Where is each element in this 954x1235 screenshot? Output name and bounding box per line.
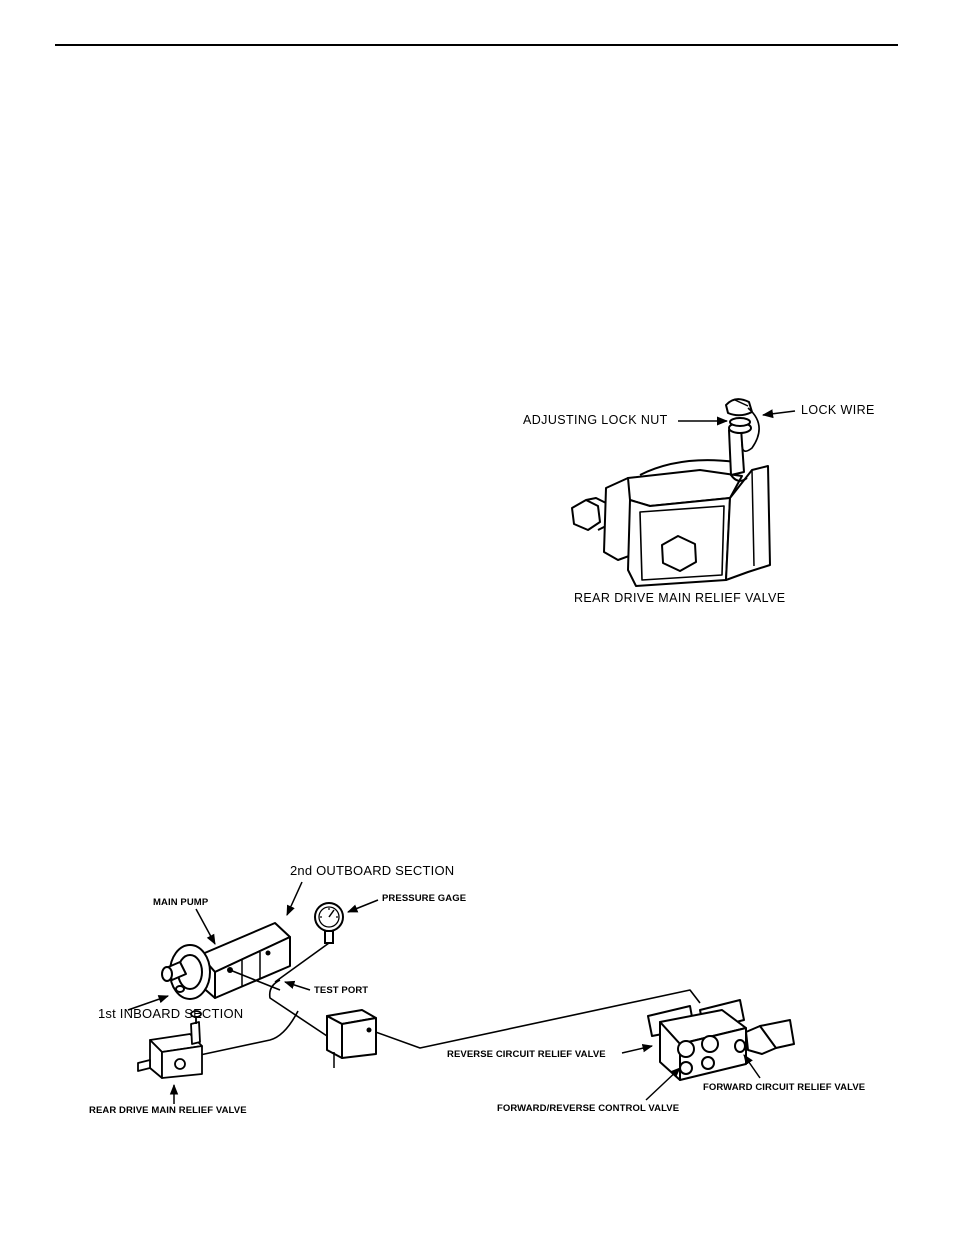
main-pump-illustration [161, 922, 291, 1000]
adjusting-lock-nut-label: ADJUSTING LOCK NUT [523, 413, 668, 427]
lock-wire-label: LOCK WIRE [801, 403, 875, 417]
test-port-leader [283, 980, 311, 991]
reverse-relief-leader [621, 1044, 654, 1054]
top-figure-caption: REAR DRIVE MAIN RELIEF VALVE [574, 591, 786, 605]
inboard-section-leader [127, 995, 169, 1011]
main-pump-label: MAIN PUMP [153, 897, 209, 908]
pressure-gage-leader [347, 899, 379, 913]
forward-circuit-relief-valve-label: FORWARD CIRCUIT RELIEF VALVE [703, 1082, 866, 1093]
lock-wire-leader [761, 409, 796, 419]
second-outboard-section-label: 2nd OUTBOARD SECTION [290, 863, 455, 878]
forward-reverse-control-valve-label: FORWARD/REVERSE CONTROL VALVE [497, 1103, 680, 1114]
test-port-label: TEST PORT [314, 985, 369, 996]
junction-box-illustration [326, 1009, 377, 1068]
pressure-gage-label: PRESSURE GAGE [382, 893, 467, 904]
control-valve-leader [645, 1067, 681, 1101]
control-valve-illustration [647, 999, 795, 1081]
small-relief-valve-illustration [137, 1010, 203, 1079]
main-pump-leader [195, 908, 216, 945]
outboard-section-leader [286, 881, 303, 916]
hydraulic-lines [199, 942, 701, 1056]
rear-drive-main-relief-valve-label: REAR DRIVE MAIN RELIEF VALVE [89, 1105, 247, 1116]
first-inboard-section-label: 1st INBOARD SECTION [98, 1006, 244, 1021]
forward-relief-leader [743, 1054, 761, 1079]
reverse-circuit-relief-valve-label: REVERSE CIRCUIT RELIEF VALVE [447, 1049, 606, 1060]
header-rule [55, 44, 898, 46]
junction-port-dot [366, 1027, 372, 1033]
relief-valve-illustration [571, 398, 771, 587]
pump-port-dot [265, 950, 271, 956]
pressure-gage-illustration [314, 902, 344, 944]
